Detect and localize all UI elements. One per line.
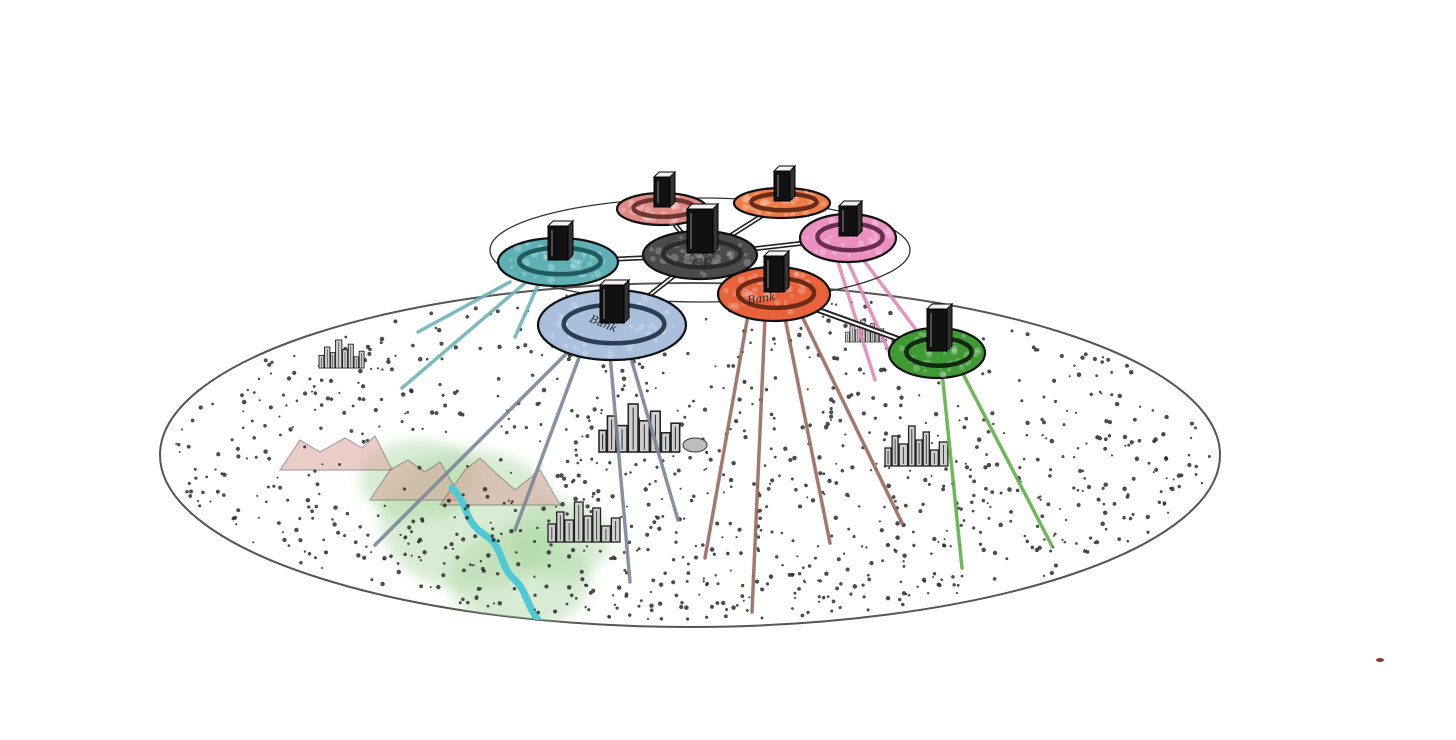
node-pink (798, 199, 898, 264)
node-bank-orange: Bank (716, 249, 832, 323)
node-bank-blue: Bank (536, 278, 688, 362)
ground (159, 282, 1221, 628)
server-tower-icon (546, 219, 575, 262)
node-central: CB (641, 202, 759, 281)
server-tower-icon (772, 164, 797, 203)
node-label: Bank (746, 290, 777, 307)
server-tower-icon (762, 249, 791, 294)
server-tower-icon (598, 278, 631, 325)
city-skyline-icon (318, 319, 949, 543)
node-teal (496, 219, 620, 288)
node-orange-top (732, 164, 832, 220)
ink-spot (1376, 658, 1384, 662)
node-salmon (615, 170, 709, 227)
server-tower-icon (685, 202, 720, 255)
server-tower-icon (652, 170, 677, 209)
server-tower-icon (925, 302, 954, 353)
river-icon (448, 484, 552, 627)
network-ring (489, 197, 911, 303)
node-label: CB (692, 257, 713, 273)
server-tower-icon (837, 199, 864, 238)
connection-rays (373, 256, 1054, 614)
node-green (887, 302, 987, 380)
